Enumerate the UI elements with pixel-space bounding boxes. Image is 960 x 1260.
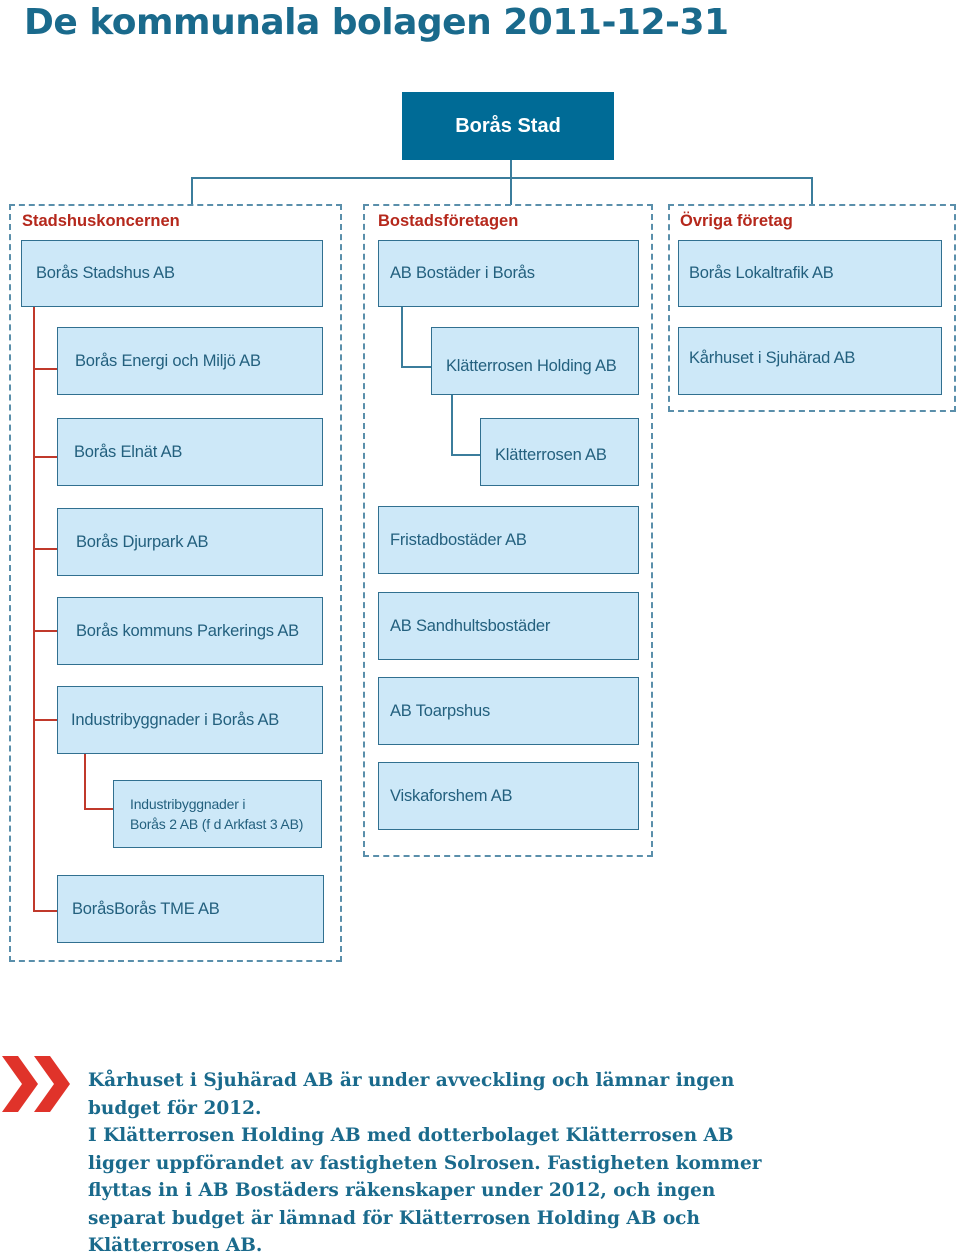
industri-sub-tick [84, 808, 114, 810]
company-box-parkerings: Borås kommuns Parkerings AB [57, 597, 323, 665]
stadshus-tick-6 [33, 910, 58, 912]
group-stadshuskoncernen [9, 204, 342, 962]
group-bostadsforetagen [363, 204, 653, 857]
industri-sub-line [84, 754, 86, 809]
stadshus-tick-5 [33, 719, 58, 721]
org-root-box: Borås Stad [402, 92, 614, 160]
stadshus-trunk-line [33, 307, 35, 911]
grandchild-line-2: Borås 2 AB (f d Arkfast 3 AB) [130, 816, 304, 832]
company-box-toarpshus: AB Toarpshus [378, 677, 639, 745]
branch-bostad [510, 177, 512, 205]
group-label-ovriga: Övriga företag [680, 212, 793, 230]
company-box-industribyggnader: Industribyggnader i Borås AB [57, 686, 323, 754]
note-paragraph-1: Kårhuset i Sjuhärad AB är under avveckli… [88, 1070, 735, 1119]
company-box-klatterrosen: Klätterrosen AB [480, 418, 639, 486]
company-box-stadshus-head: Borås Stadshus AB [21, 240, 323, 307]
bostader-sub-tick [401, 366, 432, 368]
grandchild-line-1: Industribyggnader i [130, 796, 246, 812]
root-branch-line [191, 177, 812, 179]
note-paragraph-2: I Klätterrosen Holding AB med dotterbola… [88, 1125, 762, 1256]
stadshus-tick-1 [33, 368, 58, 370]
double-chevron-right-icon [2, 1056, 70, 1112]
page-title: De kommunala bolagen 2011-12-31 [24, 2, 729, 43]
company-box-sandhultsbostader: AB Sandhultsbostäder [378, 592, 639, 660]
branch-ovriga [811, 177, 813, 205]
company-box-lokaltrafik: Borås Lokaltrafik AB [678, 240, 942, 307]
bostader-sub-line [401, 307, 403, 367]
note-text: Kårhuset i Sjuhärad AB är under avveckli… [88, 1067, 788, 1260]
stadshus-tick-4 [33, 630, 58, 632]
company-box-bostader: AB Bostäder i Borås [378, 240, 639, 307]
company-box-karhuset: Kårhuset i Sjuhärad AB [678, 327, 942, 395]
holding-sub-tick [451, 454, 481, 456]
company-box-tme: BoråsBorås TME AB [57, 875, 324, 943]
company-box-elnat: Borås Elnät AB [57, 418, 323, 486]
company-box-energi-miljo: Borås Energi och Miljö AB [57, 327, 323, 395]
company-box-klatterrosen-holding: Klätterrosen Holding AB [431, 327, 639, 395]
stadshus-tick-3 [33, 548, 58, 550]
company-box-djurpark: Borås Djurpark AB [57, 508, 323, 576]
group-label-bostad: Bostadsföretagen [378, 212, 519, 230]
branch-stadshus [191, 177, 193, 205]
company-box-industribyggnader-2: Industribyggnader i Borås 2 AB (f d Arkf… [113, 780, 322, 848]
holding-sub-line [451, 395, 453, 455]
stadshus-tick-2 [33, 456, 58, 458]
company-box-viskaforshem: Viskaforshem AB [378, 762, 639, 830]
group-ovriga-foretag [668, 204, 956, 412]
company-box-fristadbostader: Fristadbostäder AB [378, 506, 639, 574]
root-connector [510, 160, 512, 178]
group-label-stadshus: Stadshuskoncernen [22, 212, 180, 230]
